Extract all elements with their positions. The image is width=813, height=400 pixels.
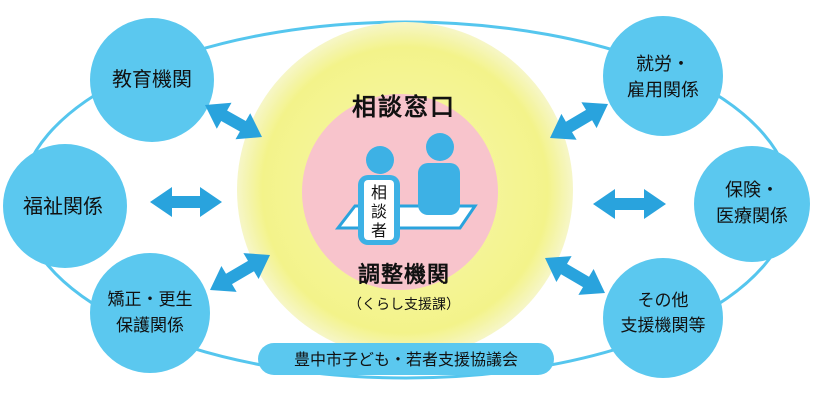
coordinator-label: 調整機関: [358, 262, 450, 288]
other-label-line1: その他: [638, 291, 689, 311]
employment-circle: [603, 16, 723, 136]
correction-label-line1: 矯正・更生: [108, 290, 193, 310]
correction-label-line2: 保護関係: [116, 316, 184, 336]
employment-label-line2: 雇用関係: [627, 80, 699, 101]
health-label-line2: 医療関係: [716, 206, 788, 227]
council-label-bar: [258, 343, 554, 375]
arrow-health: [593, 189, 666, 219]
arrow-correction: [210, 253, 270, 292]
counselee-char-1: 相: [371, 183, 387, 202]
welfare-circle: [3, 144, 127, 268]
health-label-line1: 保険・: [725, 180, 779, 201]
education-label: 教育機関: [112, 67, 192, 91]
education-circle: [90, 18, 214, 142]
council-label: 豊中市子ども・若者支援協議会: [294, 350, 518, 369]
arrow-welfare: [150, 187, 222, 217]
arrow-other: [545, 256, 605, 295]
welfare-label: 福祉関係: [23, 194, 103, 218]
health-circle: [694, 146, 810, 262]
arrows-group: [150, 102, 666, 295]
counselee-char-3: 者: [371, 221, 387, 240]
consultation-window-title: 相談窓口: [352, 93, 456, 121]
coordinator-sublabel: （くらし支援課）: [348, 297, 460, 313]
counselee-person-icon: [358, 146, 400, 245]
arrow-education: [205, 102, 262, 140]
other-circle: [603, 258, 723, 378]
staff-person-icon: [418, 133, 460, 215]
employment-label-line1: 就労・: [636, 54, 690, 75]
correction-circle: [90, 253, 210, 373]
arrow-employment: [550, 102, 608, 140]
counselee-char-2: 談: [371, 202, 387, 221]
other-label-line2: 支援機関等: [621, 316, 706, 336]
